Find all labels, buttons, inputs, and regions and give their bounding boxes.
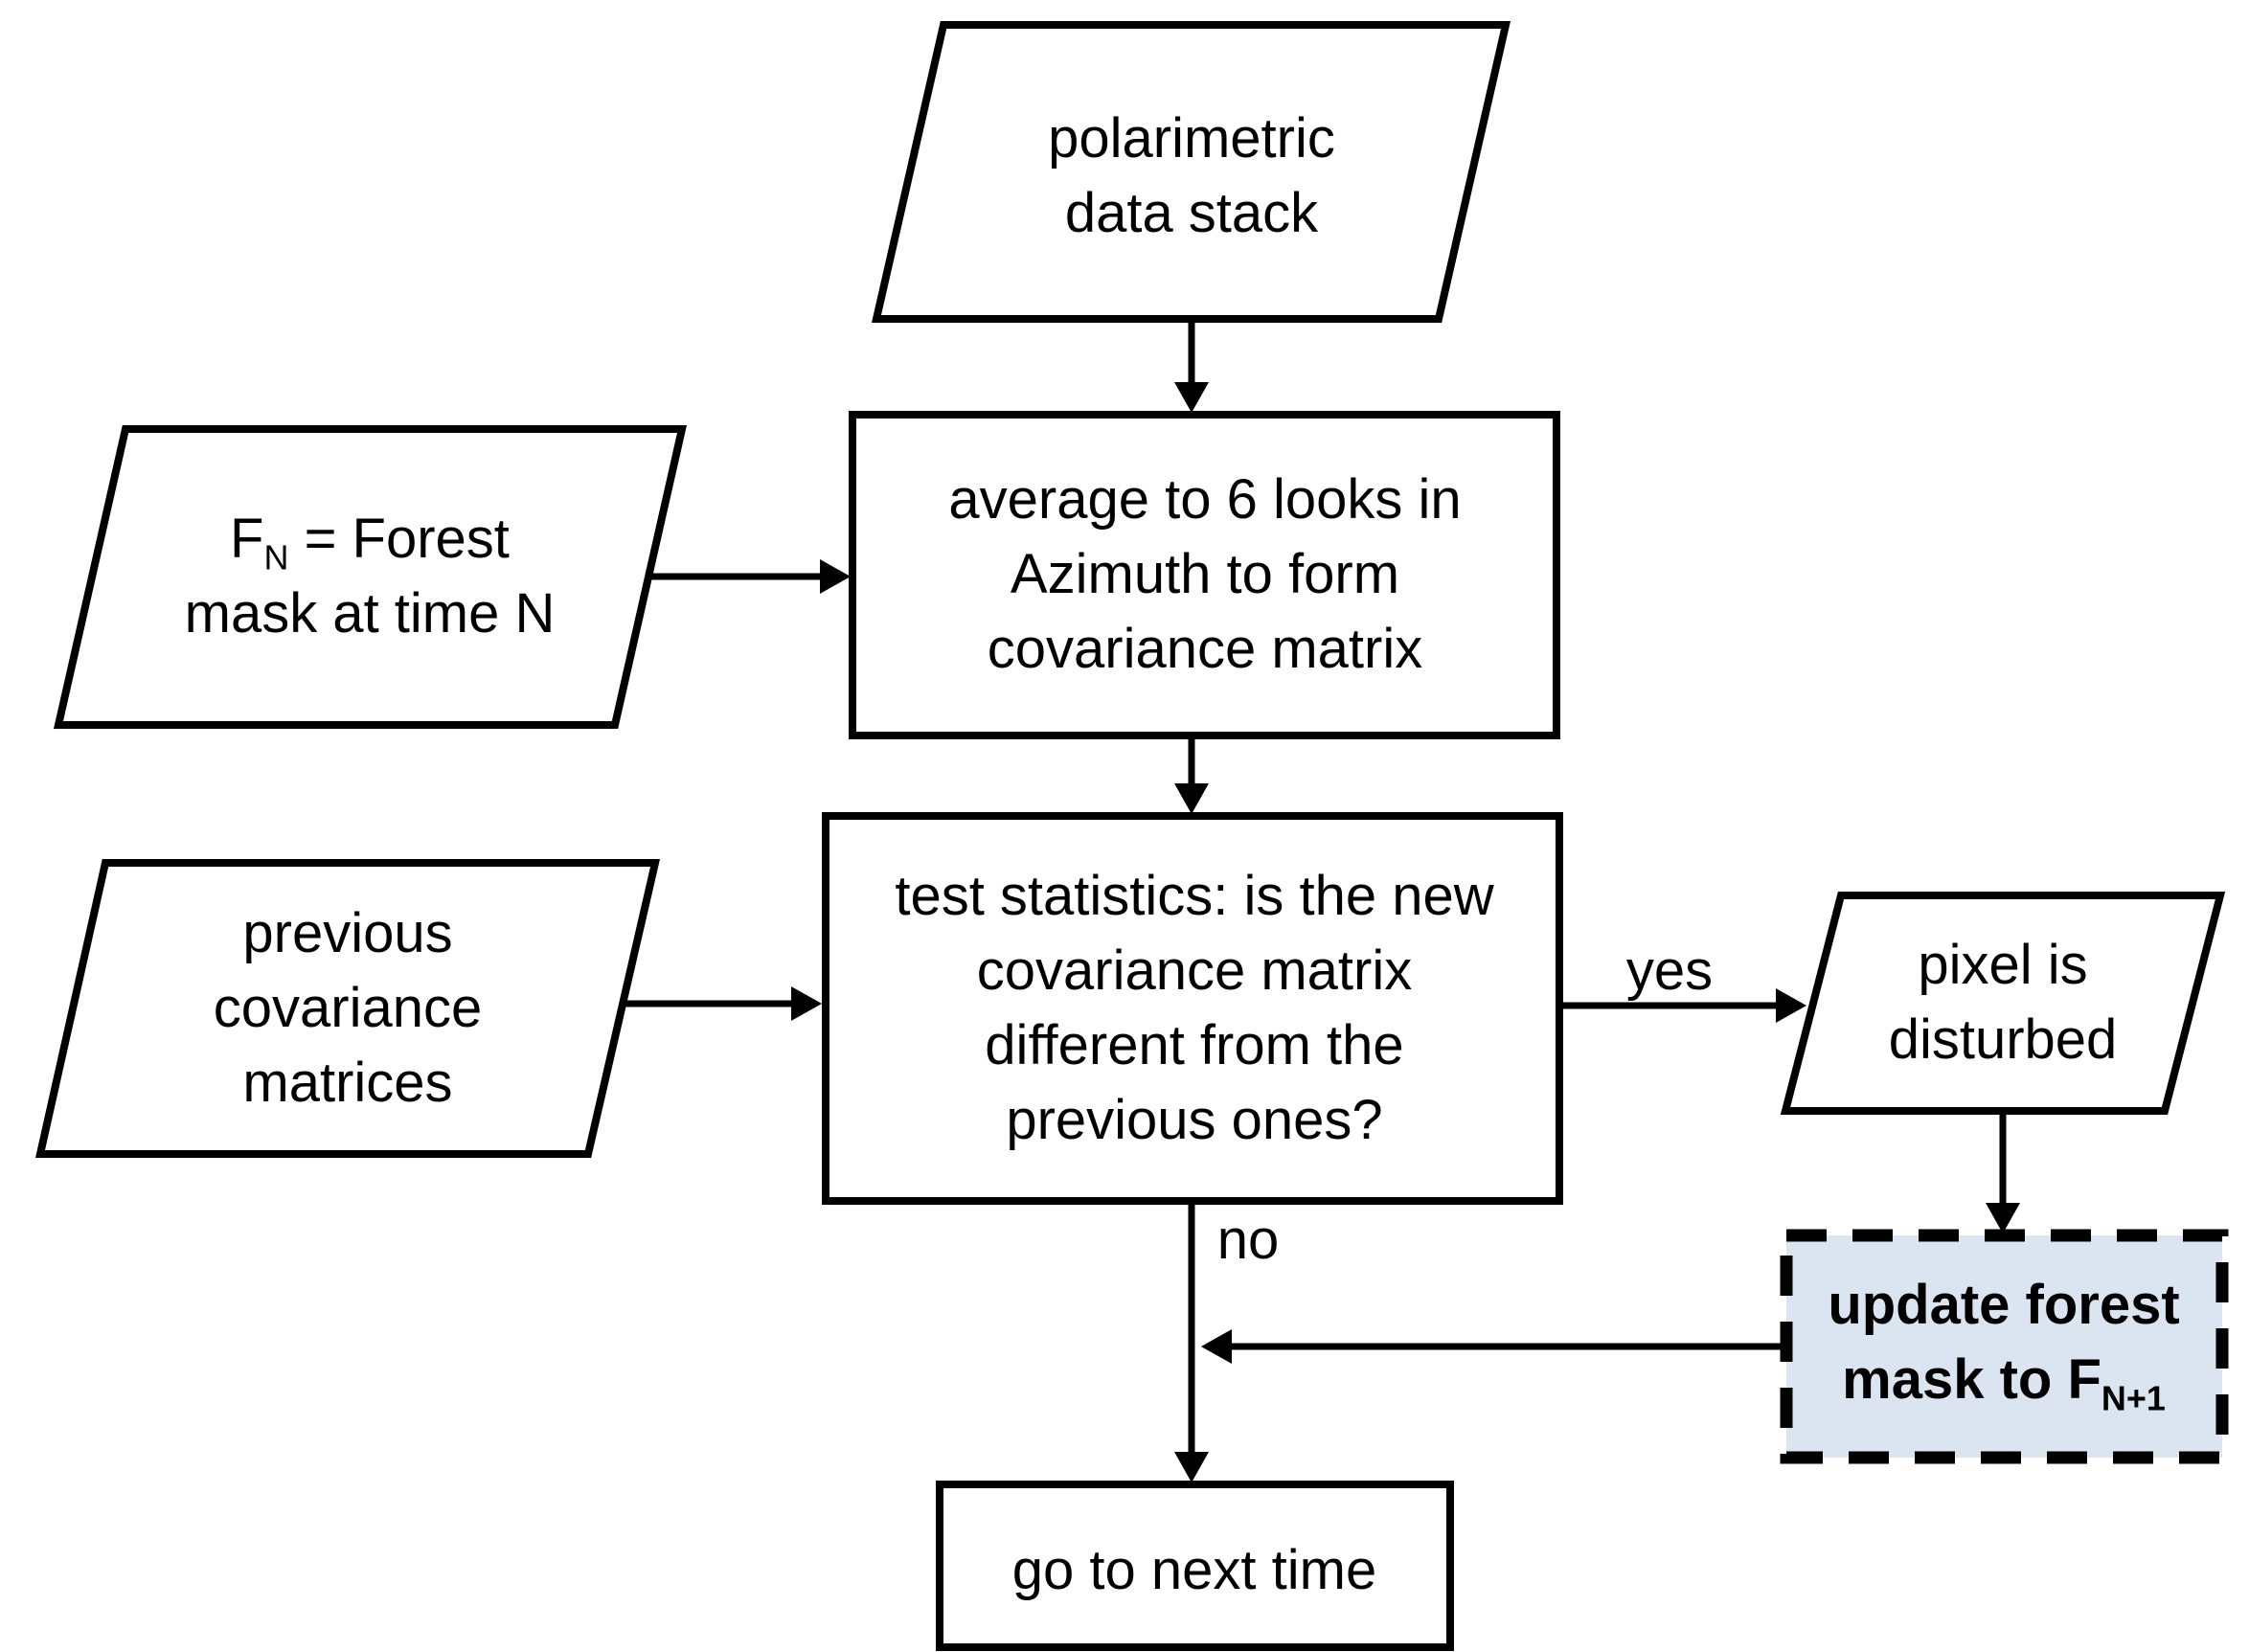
- forest-mask-shape: [53, 425, 688, 729]
- label-line: disturbed: [1888, 1008, 2118, 1071]
- update-forest-mask-shape: [1780, 1229, 2229, 1464]
- average-looks-label: average to 6 looks in Azimuth to form co…: [948, 463, 1461, 687]
- test-to-pixel-yes-arrowhead: [1776, 988, 1806, 1023]
- label-line: different from the: [985, 1014, 1404, 1076]
- label-line: update forest: [1828, 1274, 2180, 1336]
- go-to-next-time-label: go to next time: [1012, 1533, 1376, 1608]
- yes-edge-label: yes: [1625, 939, 1714, 1002]
- label-line: mask to FN+1: [1828, 1343, 2179, 1417]
- label-line: polarimetric: [1048, 107, 1335, 170]
- pixel-to-update-arrowhead: [1986, 1203, 2020, 1233]
- label-line: FN = Forest: [185, 502, 556, 577]
- no-edge-label: no: [1216, 1209, 1280, 1271]
- forest-mask-equals: = Forest: [288, 508, 510, 570]
- stack-to-average-arrowhead: [1174, 382, 1209, 413]
- previous-to-test-arrowhead: [791, 986, 822, 1021]
- forest-mask-symbol: F: [230, 508, 264, 570]
- update-forest-mask-label: update forest mask to FN+1: [1828, 1268, 2179, 1417]
- test-statistics-shape: [822, 812, 1563, 1205]
- average-looks-shape: [849, 411, 1560, 739]
- polarimetric-stack-label: polarimetric data stack: [1048, 102, 1335, 251]
- previous-covariance-shape: [35, 859, 661, 1158]
- label-line: previous ones?: [1006, 1089, 1383, 1151]
- update-mask-text: mask to F: [1842, 1348, 2101, 1411]
- label-line: matrices: [242, 1052, 453, 1114]
- forest-mask-label: FN = Forest mask at time N: [185, 502, 556, 651]
- label-line: test statistics: is the new: [895, 865, 1494, 927]
- update-to-junction-arrowhead: [1201, 1329, 1232, 1364]
- mask-to-average-arrowhead: [820, 559, 851, 594]
- label-line: data stack: [1064, 182, 1319, 244]
- label-line: average to 6 looks in: [948, 468, 1462, 531]
- polarimetric-stack-shape: [871, 21, 1511, 323]
- test-to-go-no-arrowhead: [1174, 1452, 1209, 1482]
- average-to-test-arrowhead: [1174, 783, 1209, 814]
- update-mask-subscript: N+1: [2101, 1378, 2166, 1418]
- forest-mask-subscript: N: [263, 537, 289, 577]
- previous-covariance-label: previous covariance matrices: [214, 896, 482, 1120]
- pixel-disturbed-label: pixel is disturbed: [1889, 928, 2118, 1077]
- label-line: pixel is: [1918, 934, 2088, 996]
- label-line: covariance matrix: [987, 618, 1423, 680]
- label-line: previous: [242, 902, 453, 964]
- label-line: Azimuth to form: [1010, 543, 1400, 605]
- go-to-next-time-shape: [936, 1481, 1454, 1651]
- label-line: mask at time N: [184, 582, 556, 645]
- label-line: covariance matrix: [976, 939, 1413, 1002]
- label-line: covariance: [213, 977, 483, 1039]
- label-line: go to next time: [1011, 1539, 1377, 1601]
- pixel-disturbed-shape: [1780, 892, 2226, 1115]
- test-statistics-label: test statistics: is the new covariance m…: [895, 859, 1493, 1158]
